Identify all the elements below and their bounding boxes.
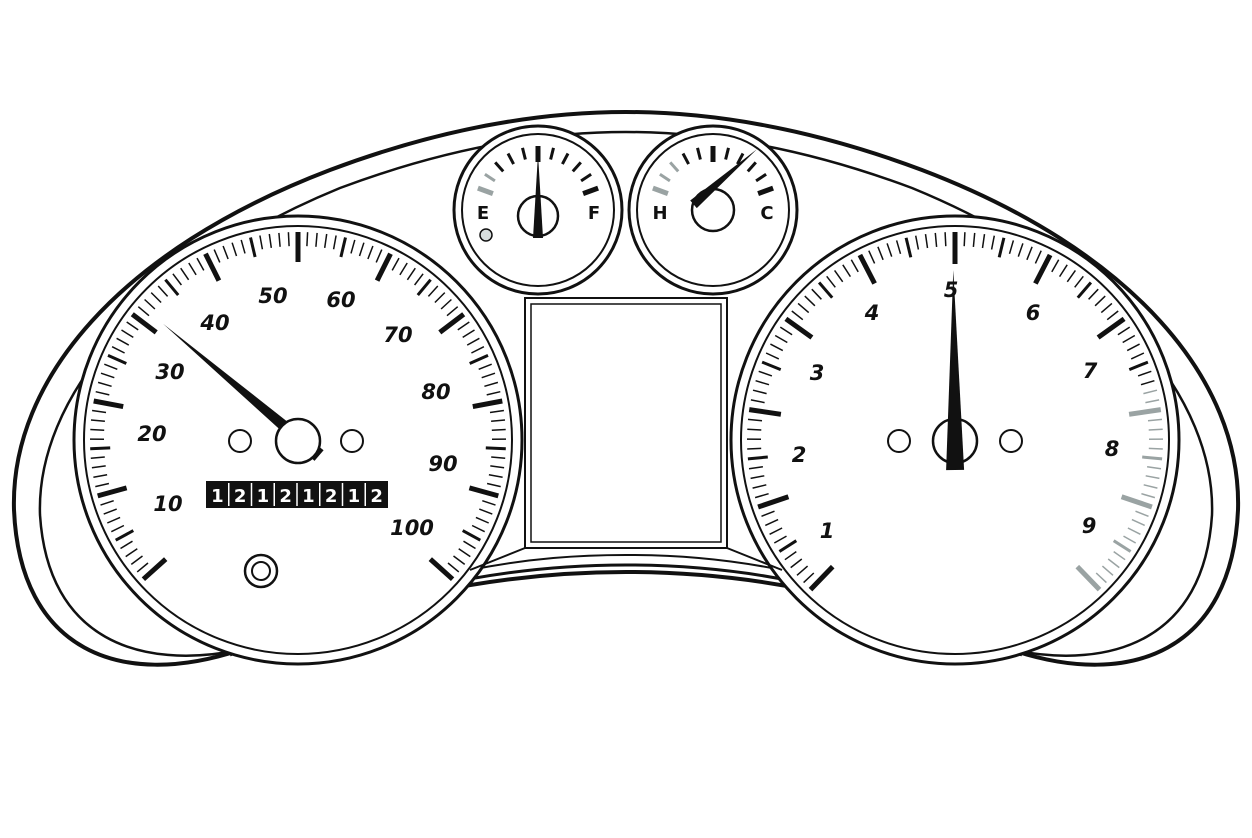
- rpm-label-7: 7: [1083, 359, 1098, 383]
- speed-label-30: 30: [155, 360, 184, 384]
- tachometer-tick: [747, 448, 761, 449]
- odometer-digit: 1: [211, 486, 224, 507]
- speed-label-40: 40: [199, 311, 229, 335]
- tachometer-tick: [748, 457, 768, 459]
- odometer-digit: 2: [370, 486, 383, 507]
- tachometer-tick: [1149, 448, 1163, 449]
- rpm-label-6: 6: [1026, 301, 1041, 325]
- odometer-digit: 2: [234, 486, 247, 507]
- speedometer-right-indicator: [341, 430, 363, 452]
- trip-reset-button-inner: [252, 562, 270, 580]
- fuel-warning-light: [480, 229, 492, 241]
- speedometer-tick: [492, 430, 506, 431]
- rpm-label-9: 9: [1082, 514, 1097, 538]
- speed-label-70: 70: [383, 323, 412, 347]
- speedometer-tick: [307, 232, 308, 246]
- tachometer: 1 2 3 4 5 6 7 8 9: [731, 216, 1179, 664]
- speed-label-50: 50: [258, 284, 287, 308]
- tachometer-tick: [964, 232, 965, 246]
- speedometer-hub: [276, 419, 320, 463]
- odometer-digit: 1: [348, 486, 361, 507]
- temperature-gauge: H C: [629, 126, 797, 294]
- speed-label-10: 10: [153, 492, 182, 516]
- tachometer-tick: [747, 429, 761, 430]
- fuel-empty-label: E: [477, 203, 489, 224]
- odometer-digit: 2: [325, 486, 338, 507]
- speed-label-100: 100: [390, 516, 434, 540]
- fuel-full-label: F: [588, 203, 600, 224]
- tachometer-right-indicator: [1000, 430, 1022, 452]
- tachometer-left-indicator: [888, 430, 910, 452]
- speedometer-tick: [486, 448, 506, 449]
- speedometer-left-indicator: [229, 430, 251, 452]
- speedometer-tick: [288, 232, 289, 246]
- speed-label-60: 60: [326, 288, 355, 312]
- temp-cold-label: C: [760, 203, 773, 224]
- tachometer-tick: [1149, 429, 1163, 430]
- odometer-digit: 2: [279, 486, 292, 507]
- rpm-label-3: 3: [810, 361, 825, 385]
- odometer-digit: 1: [257, 486, 270, 507]
- temp-hot-label: H: [652, 203, 667, 224]
- speed-label-20: 20: [137, 422, 166, 446]
- rpm-label-1: 1: [820, 519, 835, 543]
- odometer-digit: 1: [302, 486, 315, 507]
- rpm-label-4: 4: [864, 301, 880, 325]
- speedometer-tick: [90, 430, 104, 431]
- speedometer-tick: [90, 448, 110, 449]
- rpm-label-8: 8: [1105, 437, 1120, 461]
- fuel-gauge: E F: [454, 126, 622, 294]
- rpm-label-5: 5: [944, 278, 959, 302]
- rpm-label-2: 2: [792, 443, 807, 467]
- tachometer-tick: [945, 232, 946, 246]
- speed-label-80: 80: [421, 380, 450, 404]
- tachometer-tick: [1142, 457, 1162, 459]
- speed-label-90: 90: [428, 452, 457, 476]
